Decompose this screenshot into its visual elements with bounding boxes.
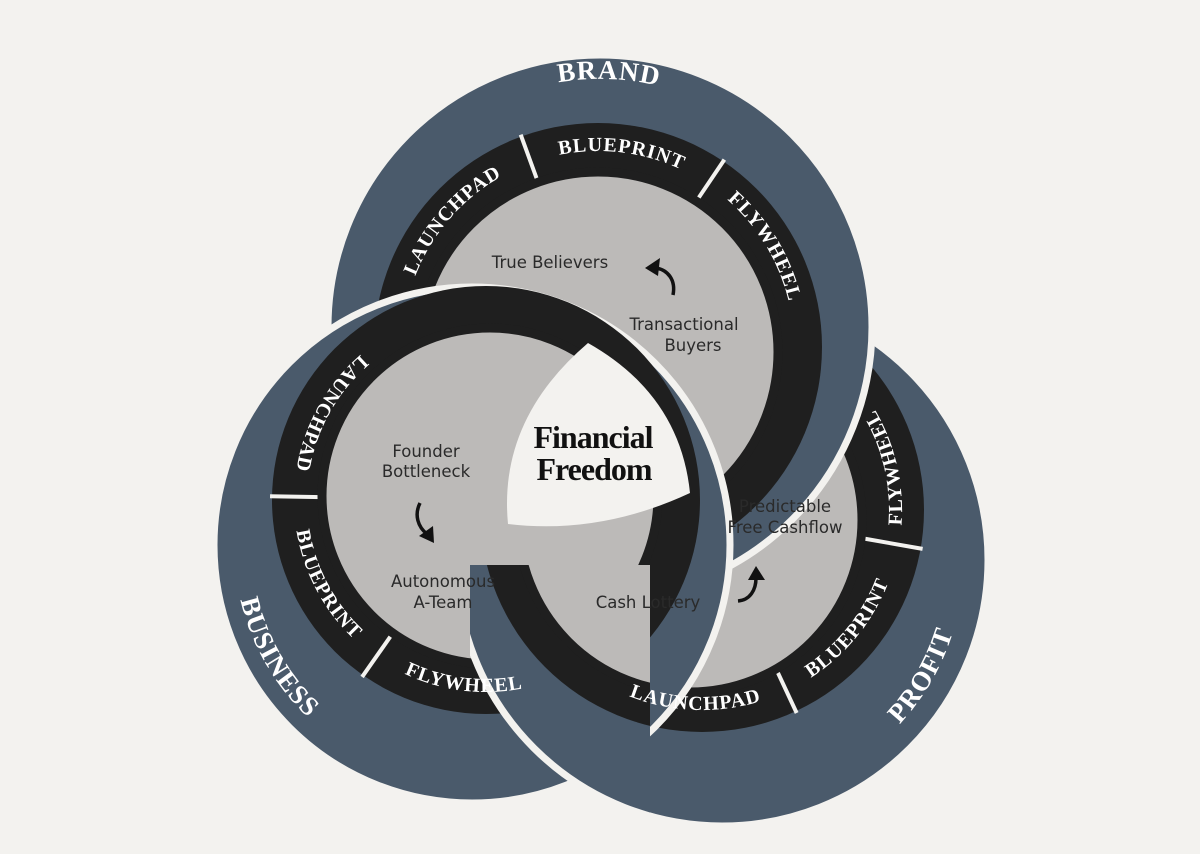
profit-stage-end-line1: Predictable	[739, 497, 831, 516]
profit-stage-start: Cash Lottery	[596, 593, 701, 612]
business-stage-end-line1: Autonomous	[391, 572, 495, 591]
brand-stage-start: True Believers	[491, 253, 608, 272]
curved-arrow-down-icon	[415, 502, 434, 543]
curved-arrow-up-icon	[737, 566, 765, 603]
business-stage-start-line2: Bottleneck	[382, 462, 471, 481]
brand-stage-end-line2: Buyers	[664, 336, 721, 355]
curved-arrow-up-left-icon	[645, 258, 676, 296]
business-stage-end-line2: A-Team	[414, 593, 473, 612]
brand-stage-end-line1: Transactional	[628, 315, 738, 334]
profit-segment-divider	[861, 536, 923, 551]
business-circle	[210, 283, 734, 807]
center-title-line1: Financial	[533, 419, 653, 455]
center-title-line2: Freedom	[536, 451, 652, 487]
profit-stage-end-line2: Free Cashflow	[728, 518, 843, 537]
business-stage-start-line1: Founder	[392, 442, 460, 461]
business-segment-divider	[360, 628, 398, 679]
center-region	[507, 343, 690, 527]
profit-inner-disk	[519, 565, 650, 692]
profit-circle-overlap	[470, 565, 650, 820]
